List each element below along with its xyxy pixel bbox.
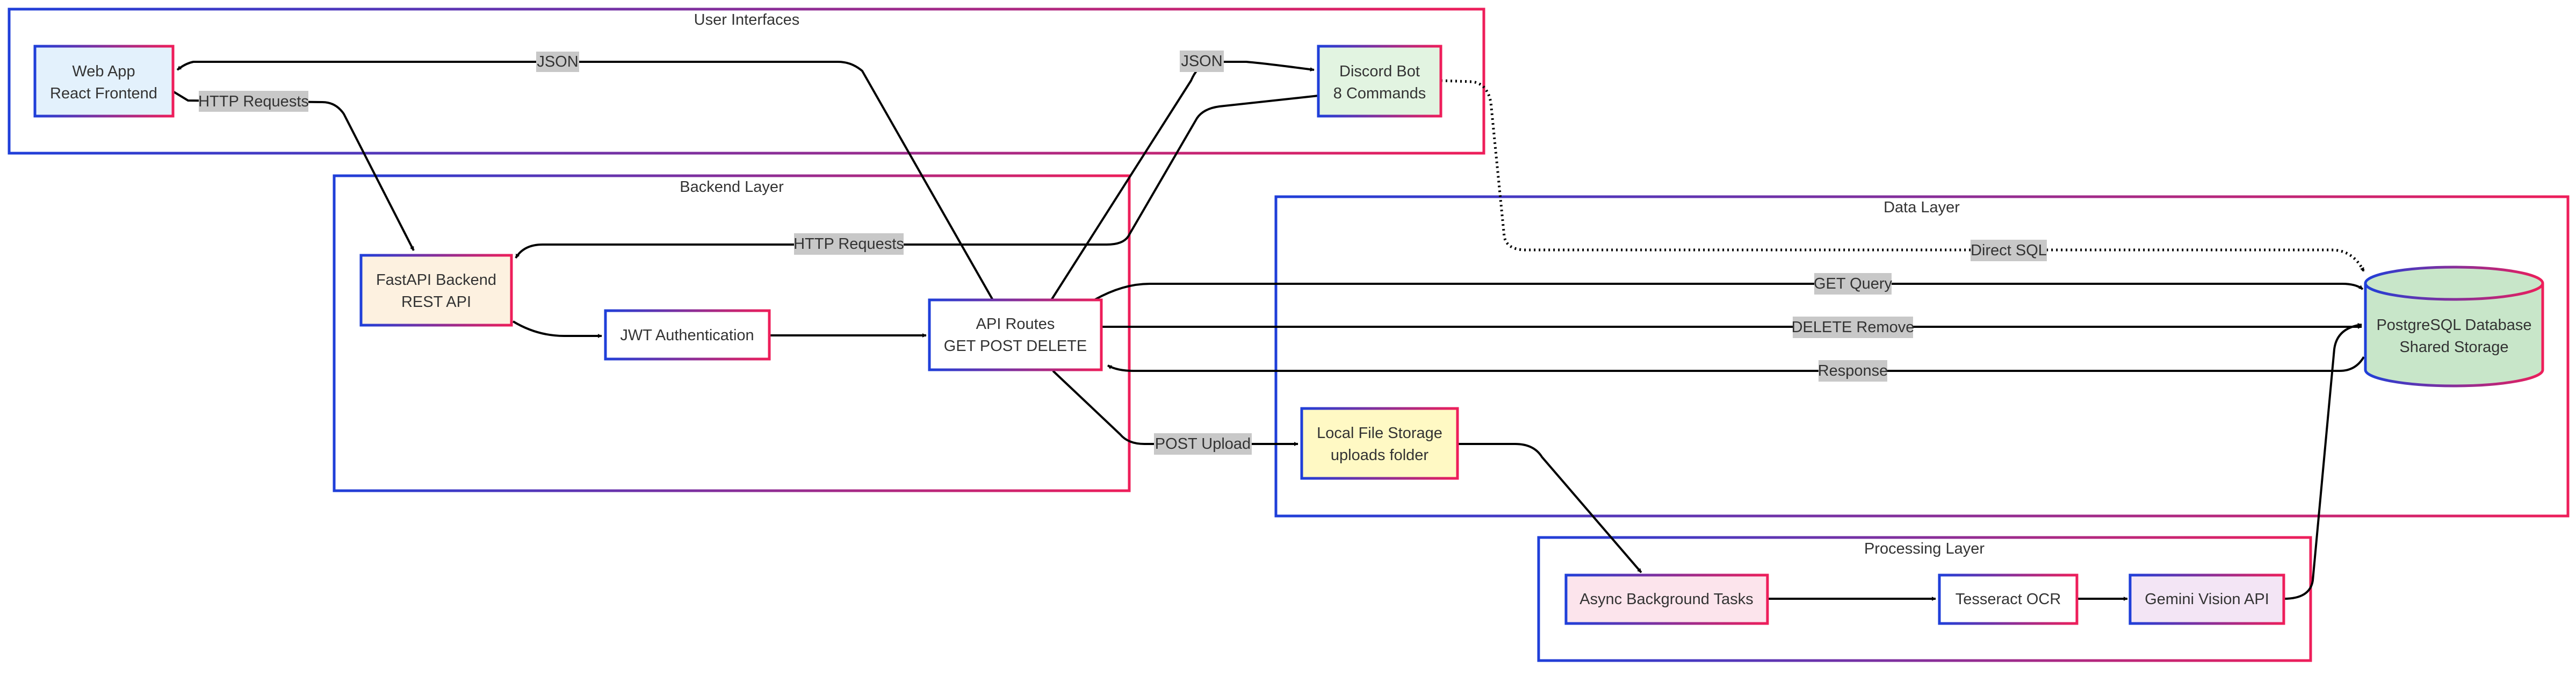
node-discord-bot-box xyxy=(1317,45,1442,118)
edge-gemini-to-db xyxy=(2283,322,2362,600)
edge-label-discord-to-fastapi: HTTP Requests xyxy=(793,233,904,255)
edges xyxy=(172,61,2365,601)
edge-label-discord-to-db: Direct SQL xyxy=(1971,240,2047,261)
node-web-app[interactable]: Web App React Frontend xyxy=(33,45,175,118)
edge-db-to-routes xyxy=(1107,356,2365,372)
node-local-file-storage[interactable]: Local File Storage uploads folder xyxy=(1300,407,1459,480)
node-tesseract-title: Tesseract OCR xyxy=(1956,591,2061,608)
edge-label-routes-to-storage: POST Upload xyxy=(1154,433,1252,455)
node-fastapi-backend[interactable]: FastAPI Backend REST API xyxy=(359,254,513,327)
node-jwt-title: JWT Authentication xyxy=(620,327,754,344)
svg-text:Response: Response xyxy=(1818,362,1888,379)
svg-text:JSON: JSON xyxy=(1181,53,1222,70)
node-web-app-box xyxy=(33,45,175,118)
edge-label-routes-to-webapp: JSON xyxy=(536,52,579,72)
node-gemini-title: Gemini Vision API xyxy=(2145,591,2269,608)
node-web-app-subtitle: React Frontend xyxy=(50,85,157,102)
node-jwt-authentication[interactable]: JWT Authentication xyxy=(604,309,771,361)
node-api-routes-title: API Routes xyxy=(976,316,1055,333)
group-data-layer: Data Layer xyxy=(1274,195,2570,518)
svg-text:HTTP Requests: HTTP Requests xyxy=(198,93,309,110)
node-fastapi-subtitle: REST API xyxy=(401,293,471,311)
node-async-box xyxy=(1564,573,1769,625)
node-postgres-title: PostgreSQL Database xyxy=(2376,317,2531,334)
node-fastapi-title: FastAPI Backend xyxy=(376,271,496,289)
edge-storage-to-async xyxy=(1457,443,1642,573)
node-discord-bot-subtitle: 8 Commands xyxy=(1333,85,1426,102)
edge-routes-to-db-get xyxy=(1094,283,2364,301)
group-title-data-layer: Data Layer xyxy=(1884,199,1960,216)
node-postgres-cylinder-top xyxy=(2364,266,2544,301)
node-local-storage-subtitle: uploads folder xyxy=(1331,447,1429,464)
group-processing-layer: Processing Layer xyxy=(1537,536,2312,662)
node-tesseract-ocr[interactable]: Tesseract OCR xyxy=(1938,573,2079,625)
edge-label-db-to-routes: Response xyxy=(1818,360,1888,382)
node-postgres-subtitle: Shared Storage xyxy=(2399,339,2508,356)
edge-discord-to-fastapi xyxy=(515,95,1319,259)
node-gemini-box xyxy=(2128,573,2285,625)
node-discord-bot-title: Discord Bot xyxy=(1339,63,1420,80)
group-title-user-interfaces: User Interfaces xyxy=(694,11,800,28)
group-title-processing-layer: Processing Layer xyxy=(1864,540,1985,557)
node-api-routes-subtitle: GET POST DELETE xyxy=(944,338,1087,355)
edge-discord-to-db xyxy=(1440,79,2365,273)
node-postgres-cylinder xyxy=(2364,283,2544,388)
svg-text:Direct SQL: Direct SQL xyxy=(1971,242,2047,259)
group-backend-layer: Backend Layer xyxy=(333,174,1131,492)
node-postgresql-database[interactable]: PostgreSQL Database Shared Storage xyxy=(2364,266,2544,388)
node-api-routes[interactable]: API Routes GET POST DELETE xyxy=(928,298,1103,371)
edge-fastapi-to-jwt xyxy=(512,320,602,338)
group-user-interfaces: User Interfaces xyxy=(8,8,1485,155)
edge-label-webapp-to-fastapi: HTTP Requests xyxy=(198,91,309,112)
node-local-storage-title: Local File Storage xyxy=(1317,425,1442,442)
node-async-background-tasks[interactable]: Async Background Tasks xyxy=(1564,573,1769,625)
edge-label-routes-to-db-delete: DELETE Remove xyxy=(1792,317,1915,338)
edge-label-routes-to-db-get: GET Query xyxy=(1814,273,1893,295)
svg-text:GET Query: GET Query xyxy=(1814,275,1893,292)
svg-text:HTTP Requests: HTTP Requests xyxy=(793,235,904,253)
edge-labels: HTTP Requests JSON JSON HTTP Requests Di… xyxy=(198,51,2047,455)
node-local-storage-box xyxy=(1300,407,1459,480)
node-gemini-vision-api[interactable]: Gemini Vision API xyxy=(2128,573,2285,625)
node-jwt-box xyxy=(604,309,771,361)
node-tesseract-box xyxy=(1938,573,2079,625)
edge-webapp-to-fastapi xyxy=(172,90,415,251)
node-fastapi-box xyxy=(359,254,513,327)
node-discord-bot[interactable]: Discord Bot 8 Commands xyxy=(1317,45,1442,118)
edge-routes-to-webapp xyxy=(176,61,994,300)
svg-text:DELETE Remove: DELETE Remove xyxy=(1792,319,1915,336)
edge-routes-to-storage xyxy=(1052,370,1298,446)
node-web-app-title: Web App xyxy=(72,63,135,80)
node-async-title: Async Background Tasks xyxy=(1579,591,1753,608)
edge-label-routes-to-discord: JSON xyxy=(1180,51,1224,72)
svg-text:POST Upload: POST Upload xyxy=(1155,435,1251,453)
svg-text:JSON: JSON xyxy=(537,53,578,70)
group-title-backend-layer: Backend Layer xyxy=(680,178,784,196)
node-api-routes-box xyxy=(928,298,1103,371)
